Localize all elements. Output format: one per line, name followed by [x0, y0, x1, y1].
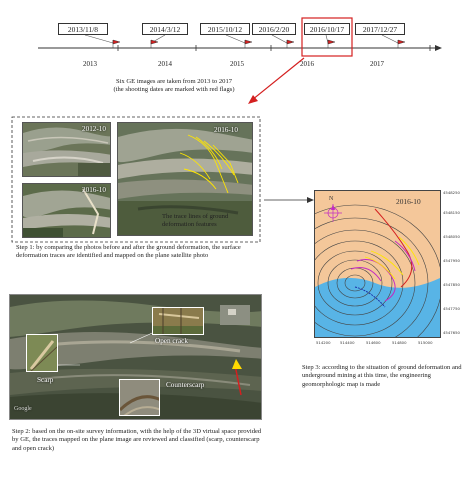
- date-2017-12-27: 2017/12/27: [355, 23, 405, 35]
- label-2012-10: 2012-10: [82, 125, 106, 133]
- y-tick-2: 4548150: [443, 210, 460, 215]
- inset-scarp: [26, 334, 58, 372]
- timeline-caption: Six GE images are taken from 2013 to 201…: [113, 78, 235, 94]
- step1-caption: Step 1: by comparing the photos before a…: [16, 244, 241, 260]
- map-label-2016-10: 2016-10: [396, 197, 421, 206]
- highlight-box: [301, 17, 353, 57]
- google-watermark: Google: [14, 406, 32, 412]
- x-tick-2: 514400: [340, 340, 355, 345]
- y-tick-5: 4547850: [443, 282, 460, 287]
- x-tick-5: 515000: [418, 340, 433, 345]
- step2-caption: Step 2: based on the on-site survey info…: [12, 428, 262, 452]
- label-counterscarp: Counterscarp: [166, 381, 205, 389]
- year-2013: 2013: [83, 60, 97, 68]
- photo-2012-10: [22, 122, 111, 177]
- date-2013-11-8: 2013/11/8: [58, 23, 108, 35]
- label-2016-10-small: 2016-10: [82, 186, 106, 194]
- y-tick-4: 4547950: [443, 258, 460, 263]
- year-2016: 2016: [300, 60, 314, 68]
- year-2015: 2015: [230, 60, 244, 68]
- geomorphologic-map: [314, 190, 441, 338]
- trace-caption: The trace lines of ground deformation fe…: [162, 213, 229, 228]
- photo-2016-10-small: [22, 183, 111, 238]
- label-scarp: Scarp: [37, 376, 54, 384]
- year-2017: 2017: [370, 60, 384, 68]
- date-2016-2-20: 2016/2/20: [252, 23, 296, 35]
- label-2016-10-main: 2016-10: [214, 126, 238, 134]
- x-tick-4: 514800: [392, 340, 407, 345]
- y-tick-7: 4547650: [443, 330, 460, 335]
- flag-icon: [112, 39, 406, 48]
- step3-caption: Step 3: according to the situation of gr…: [302, 364, 462, 388]
- date-2015-10-12: 2015/10/12: [200, 23, 250, 35]
- label-open-crack: Open crack: [155, 337, 188, 345]
- photo-2016-10-traces: [117, 122, 253, 236]
- x-tick-3: 514600: [366, 340, 381, 345]
- timeline-axis: [38, 17, 442, 57]
- inset-open-crack: [152, 307, 204, 335]
- date-2016-10-17: 2016/10/17: [304, 23, 350, 35]
- inset-counterscarp: [119, 379, 160, 416]
- y-tick-3: 4548050: [443, 234, 460, 239]
- y-tick-1: 4548250: [443, 190, 460, 195]
- date-2014-3-12: 2014/3/12: [142, 23, 188, 35]
- year-2014: 2014: [158, 60, 172, 68]
- x-tick-1: 514200: [316, 340, 331, 345]
- y-tick-6: 4547750: [443, 306, 460, 311]
- north-label: N: [329, 196, 334, 202]
